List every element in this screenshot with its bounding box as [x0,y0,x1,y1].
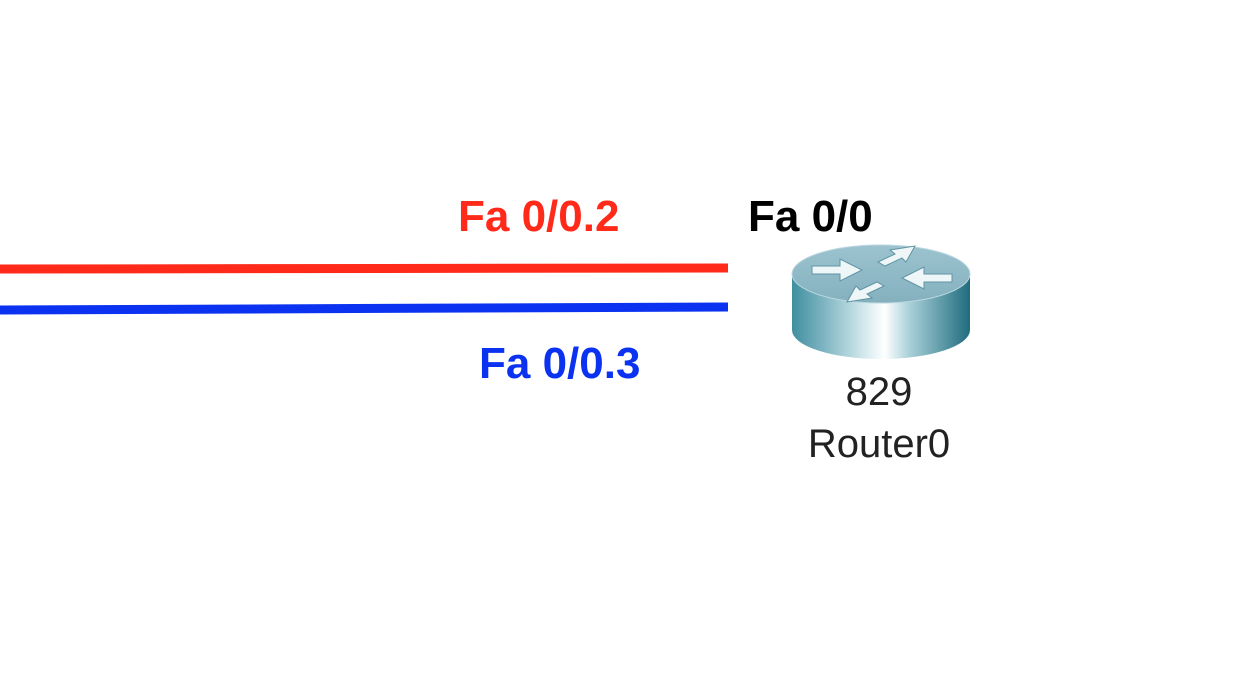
link-fa-0-0-3[interactable] [0,302,729,315]
label-fa-0-0-3: Fa 0/0.3 [479,339,641,388]
router-model-label: 829 [845,370,913,414]
label-fa-0-0-2: Fa 0/0.2 [458,192,620,241]
link-fa-0-0-2[interactable] [0,263,729,274]
router-name-label: Router0 [807,422,951,466]
router-icon[interactable] [791,244,971,359]
label-fa-0-0: Fa 0/0 [748,192,873,241]
